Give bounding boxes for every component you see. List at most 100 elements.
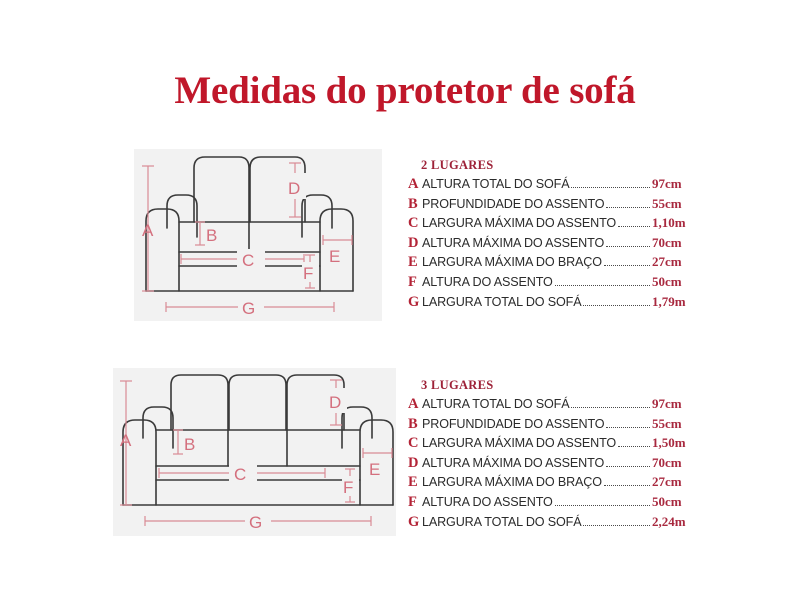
leader-dots	[603, 484, 650, 487]
dimension-c: C	[158, 463, 326, 484]
measurement-label: ALTURA MÁXIMA DO ASSENTO	[422, 235, 605, 250]
measurement-label: LARGURA MÁXIMA DO ASSENTO	[422, 216, 617, 231]
measurement-row: D ALTURA MÁXIMA DO ASSENTO 70cm	[408, 455, 698, 475]
leader-dots	[571, 186, 650, 188]
armrest-left-body	[122, 419, 157, 506]
measurement-row: A ALTURA TOTAL DO SOFÁ 97cm	[408, 396, 698, 416]
leader-dots	[606, 206, 650, 208]
dimension-label-f: F	[343, 478, 353, 497]
leader-dots	[583, 304, 650, 306]
measurement-value: 27cm	[652, 474, 682, 490]
measurement-list-3-seat: 3 LUGARES A ALTURA TOTAL DO SOFÁ 97cm B …	[408, 378, 698, 533]
measurement-label: ALTURA MÁXIMA DO ASSENTO	[422, 455, 605, 470]
dimension-label-b: B	[184, 435, 195, 454]
dimension-label-d: D	[329, 393, 341, 412]
armrest-right-body	[319, 208, 354, 292]
dimension-label-g: G	[242, 299, 255, 318]
measurement-value: 2,24m	[652, 513, 686, 529]
measurement-letter: E	[408, 474, 418, 491]
measurement-label: ALTURA TOTAL DO SOFÁ	[422, 397, 570, 411]
leader-dots	[603, 264, 650, 267]
measurement-value: 70cm	[652, 454, 682, 470]
measurement-row: E LARGURA MÁXIMA DO BRAÇO 27cm	[408, 254, 698, 274]
measurement-letter: F	[408, 273, 417, 290]
dimension-label-c: C	[234, 465, 246, 484]
measurement-letter: E	[408, 254, 418, 271]
measurement-label: LARGURA MÁXIMA DO BRAÇO	[422, 255, 602, 270]
measurement-label: LARGURA MÁXIMA DO BRAÇO	[422, 475, 602, 490]
measurement-row: F ALTURA DO ASSENTO 50cm	[408, 274, 698, 294]
armrest-left-roll	[166, 194, 198, 238]
leader-dots	[571, 406, 650, 408]
dimension-label-a: A	[142, 221, 154, 240]
measurement-label: LARGURA TOTAL DO SOFÁ	[422, 514, 582, 529]
dimension-label-b: B	[206, 226, 217, 245]
dimension-b: B	[195, 221, 217, 246]
measurement-letter: A	[408, 176, 419, 192]
measurement-row: B PROFUNDIDADE DO ASSENTO 55cm	[408, 416, 698, 436]
armrest-right-body	[359, 419, 394, 506]
measurement-label: PROFUNDIDADE DO ASSENTO	[422, 416, 605, 431]
measurement-letter: B	[408, 415, 418, 432]
leader-dots	[583, 524, 650, 526]
dimension-label-e: E	[329, 247, 340, 266]
page-title: Medidas do protetor de sofá	[174, 69, 636, 112]
measurement-list-heading: 3 LUGARES	[421, 378, 494, 392]
measurement-value: 1,10m	[652, 215, 686, 231]
measurement-label: PROFUNDIDADE DO ASSENTO	[422, 196, 605, 211]
measurement-letter: F	[408, 493, 417, 510]
measurement-value: 55cm	[652, 195, 682, 211]
leader-dots	[618, 225, 650, 228]
sofa-diagram-3-seat-svg: A B C D E	[120, 374, 394, 532]
measurement-label: LARGURA TOTAL DO SOFÁ	[422, 294, 582, 309]
measurement-row: C LARGURA MÁXIMA DO ASSENTO 1,50m	[408, 435, 698, 455]
measurement-letter: C	[408, 215, 419, 232]
measurement-row: C LARGURA MÁXIMA DO ASSENTO 1,10m	[408, 215, 698, 235]
measurement-value: 1,79m	[652, 293, 686, 309]
measurement-row: G LARGURA TOTAL DO SOFÁ 2,24m	[408, 514, 698, 534]
backrest-cushion-left	[193, 156, 250, 223]
measurement-value: 27cm	[652, 254, 682, 270]
measurement-row: E LARGURA MÁXIMA DO BRAÇO 27cm	[408, 474, 698, 494]
measurement-letter: A	[408, 396, 419, 412]
measurement-row: D ALTURA MÁXIMA DO ASSENTO 70cm	[408, 235, 698, 255]
dimension-label-d: D	[288, 179, 300, 198]
measurement-value: 1,50m	[652, 435, 686, 451]
measurement-value: 50cm	[652, 493, 682, 509]
leader-dots	[606, 465, 650, 467]
dimension-a: A	[142, 165, 154, 292]
backrest-cushion-1	[170, 374, 229, 431]
measurement-label: ALTURA DO ASSENTO	[422, 274, 553, 289]
dimension-label-g: G	[249, 513, 262, 532]
measurement-letter: B	[408, 195, 418, 212]
measurement-row: G LARGURA TOTAL DO SOFÁ 1,79m	[408, 294, 698, 314]
sofa-diagram-3-seat: A B C D E	[113, 368, 396, 536]
measurement-list-2-seat: 2 LUGARES A ALTURA TOTAL DO SOFÁ 97cm B …	[408, 158, 698, 313]
leader-dots	[606, 245, 650, 247]
sofa-diagram-2-seat-svg: A B C D E	[142, 156, 354, 318]
dimension-label-f: F	[303, 264, 313, 283]
measurement-value: 97cm	[652, 396, 682, 411]
dimension-d: D	[327, 379, 347, 426]
armrest-left-body	[145, 208, 180, 292]
dimension-label-c: C	[242, 251, 254, 270]
dimension-f: F	[302, 254, 319, 289]
leader-dots	[618, 445, 650, 448]
dimension-label-e: E	[369, 460, 380, 479]
measurement-label: ALTURA TOTAL DO SOFÁ	[422, 177, 570, 191]
backrest-cushion-right	[249, 156, 306, 223]
dimension-a: A	[120, 380, 132, 506]
dimension-d: D	[286, 162, 306, 218]
sofa-diagram-2-seat: A B C D E	[134, 149, 382, 321]
measurement-row: F ALTURA DO ASSENTO 50cm	[408, 494, 698, 514]
measurement-letter: D	[408, 234, 419, 251]
measurement-value: 70cm	[652, 234, 682, 250]
armrest-right-roll	[301, 194, 333, 238]
measurement-letter: D	[408, 454, 419, 471]
backrest-cushion-3	[286, 374, 345, 431]
dimension-label-a: A	[120, 431, 132, 450]
measurement-label: LARGURA MÁXIMA DO ASSENTO	[422, 436, 617, 451]
dimension-b: B	[173, 429, 195, 455]
dimension-c: C	[180, 249, 305, 270]
dimension-f: F	[342, 468, 359, 503]
